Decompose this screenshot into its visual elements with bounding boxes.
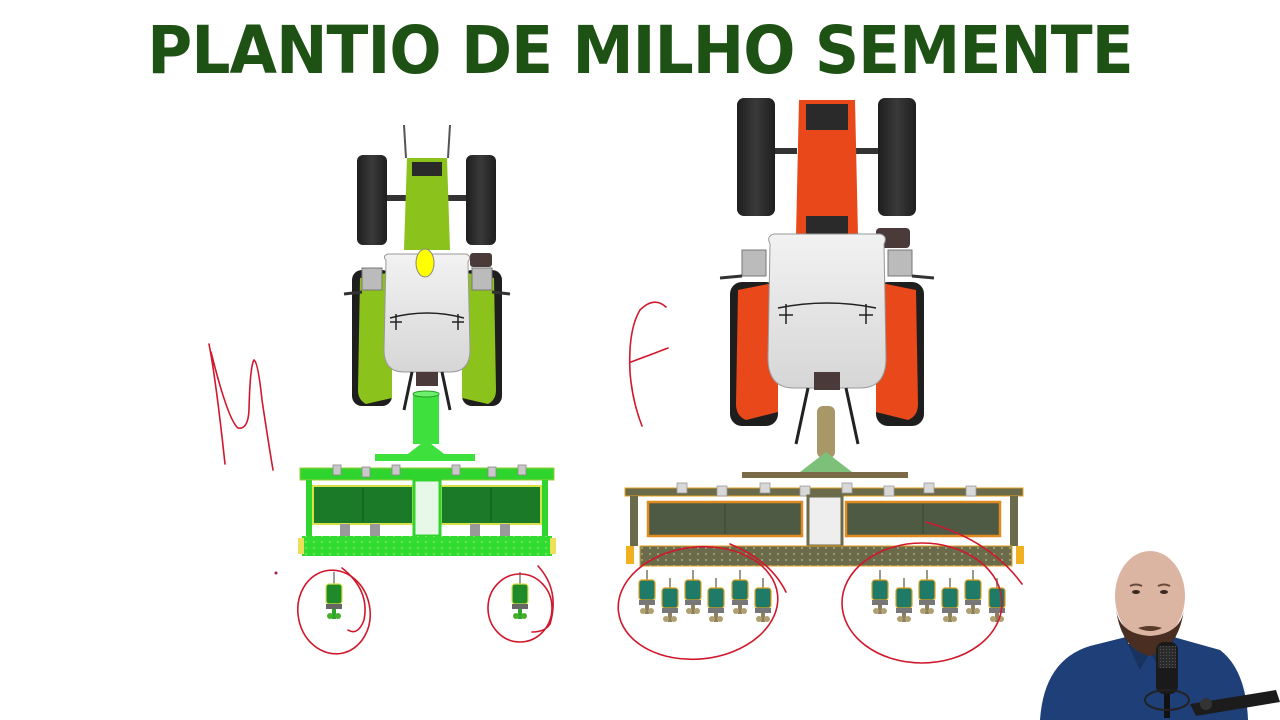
letter-m — [208, 343, 274, 471]
presenter-webcam-overlay — [1040, 551, 1280, 720]
slide-title: PLANTIO DE MILHO SEMENTE — [147, 12, 1133, 89]
yellow-marker — [415, 248, 435, 278]
orange-tractor — [719, 98, 935, 445]
right-row-units-left-group — [638, 569, 772, 623]
orange-planter — [624, 406, 1024, 623]
left-row-unit — [511, 571, 529, 620]
green-planter — [298, 390, 556, 620]
circle-left-unit-2 — [487, 573, 553, 643]
microphone-icon — [1144, 642, 1280, 718]
letter-f — [628, 301, 669, 427]
presenter — [1040, 551, 1248, 720]
right-row-units-right-group — [871, 569, 1006, 623]
green-tractor — [343, 124, 511, 411]
ink-dot — [274, 571, 278, 575]
handwritten-annotations — [208, 301, 1023, 664]
circle-right-group-right — [841, 542, 1003, 664]
circle-right-group-left — [617, 545, 779, 661]
circle-left-unit-1 — [297, 569, 371, 655]
left-row-unit — [325, 571, 343, 620]
